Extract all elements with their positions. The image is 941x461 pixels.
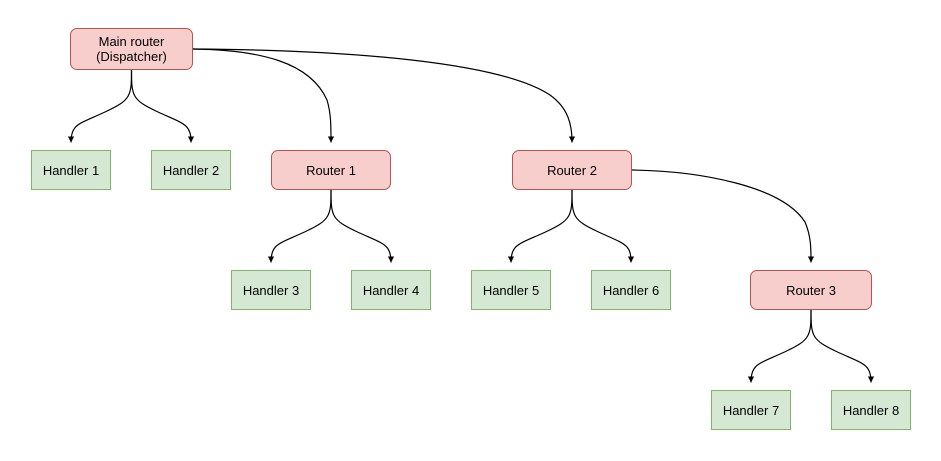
- node-handler-7[interactable]: Handler 7: [711, 390, 791, 430]
- node-handler-6[interactable]: Handler 6: [591, 270, 671, 310]
- edge-main-router-to-router-2: [192, 48, 576, 143]
- node-label-handler-8: Handler 8: [842, 402, 900, 418]
- node-label-main-router: Main router (Dispatcher): [96, 34, 167, 64]
- node-label-router-1: Router 1: [306, 162, 356, 178]
- edge-router-3-to-handler-7: [747, 309, 812, 383]
- node-label-router-3: Router 3: [786, 282, 836, 298]
- edge-router-2-to-handler-6: [571, 189, 635, 263]
- node-label-handler-2: Handler 2: [162, 162, 220, 178]
- edge-main-router-to-handler-2: [130, 69, 195, 143]
- node-router-2[interactable]: Router 2: [512, 150, 632, 190]
- node-handler-8[interactable]: Handler 8: [831, 390, 911, 430]
- node-router-3[interactable]: Router 3: [750, 270, 872, 310]
- edge-router-2-to-router-3: [631, 169, 815, 263]
- node-router-1[interactable]: Router 1: [271, 150, 391, 190]
- node-handler-2[interactable]: Handler 2: [151, 150, 231, 190]
- node-label-handler-7: Handler 7: [722, 402, 780, 418]
- node-main-router[interactable]: Main router (Dispatcher): [70, 28, 193, 70]
- edge-main-router-to-router-1: [192, 48, 335, 143]
- edge-router-1-to-handler-3: [267, 189, 332, 263]
- node-handler-1[interactable]: Handler 1: [31, 150, 111, 190]
- node-label-handler-6: Handler 6: [602, 282, 660, 298]
- edge-main-router-to-handler-1: [67, 69, 133, 143]
- node-label-router-2: Router 2: [547, 162, 597, 178]
- node-handler-3[interactable]: Handler 3: [231, 270, 311, 310]
- edge-router-2-to-handler-5: [507, 189, 573, 263]
- node-label-handler-3: Handler 3: [242, 282, 300, 298]
- edge-router-1-to-handler-4: [330, 189, 395, 263]
- node-label-handler-1: Handler 1: [42, 162, 100, 178]
- edge-router-3-to-handler-8: [810, 309, 875, 383]
- node-label-handler-5: Handler 5: [482, 282, 540, 298]
- node-handler-4[interactable]: Handler 4: [351, 270, 431, 310]
- node-handler-5[interactable]: Handler 5: [471, 270, 551, 310]
- node-label-handler-4: Handler 4: [362, 282, 420, 298]
